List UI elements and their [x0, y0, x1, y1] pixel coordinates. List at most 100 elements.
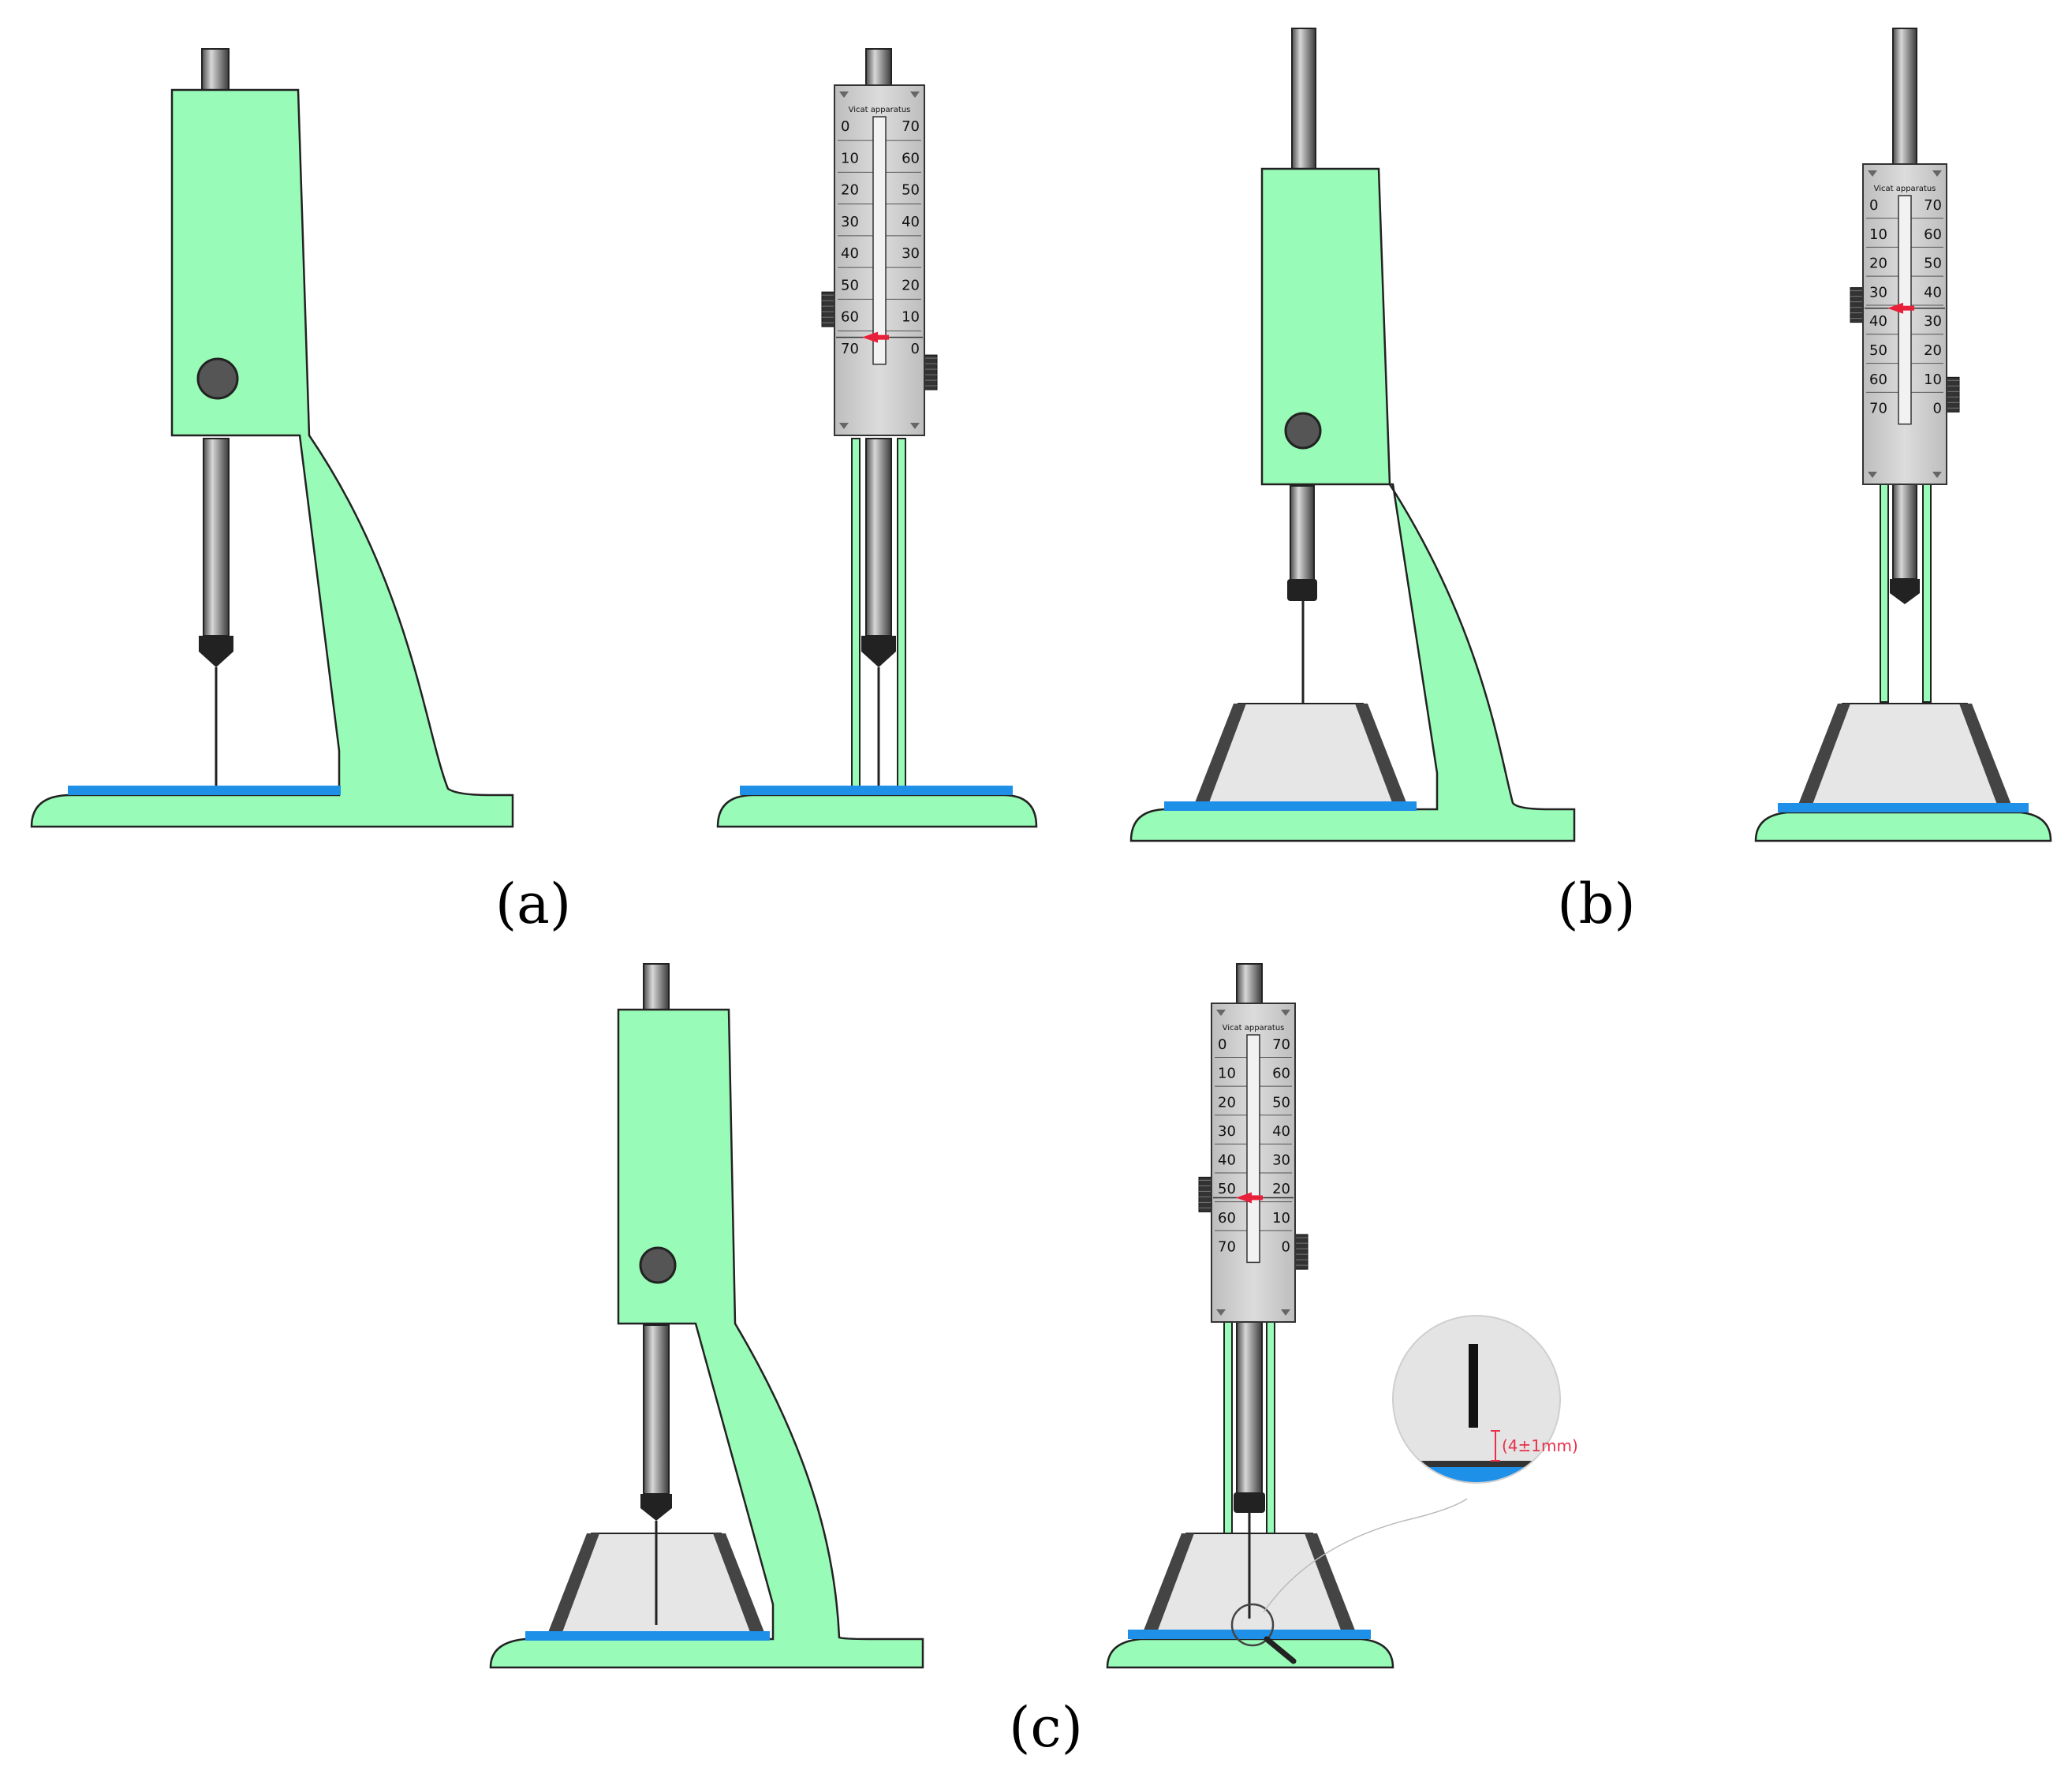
- scale-knob-right: [1294, 1234, 1309, 1270]
- scale-left-label: 70: [1218, 1238, 1236, 1255]
- scale-left-label: 70: [1869, 401, 1887, 417]
- scale-right-label: 0: [1282, 1238, 1290, 1255]
- scale-knob-right: [1946, 376, 1960, 413]
- scale-left-label: 20: [1869, 256, 1887, 272]
- scale-right-label: 0: [1933, 401, 1942, 417]
- scale-left-label: 60: [1218, 1210, 1236, 1227]
- scale-slot: [1246, 1034, 1260, 1264]
- scale-title: Vicat apparatus: [1223, 1024, 1285, 1032]
- set-screw-knob: [1284, 412, 1322, 450]
- scale-left-label: 10: [1869, 226, 1887, 243]
- scale-knob-left: [821, 291, 835, 327]
- scale-left-label: 50: [1869, 342, 1887, 359]
- scale-left-label: 50: [841, 277, 859, 293]
- scale-title: Vicat apparatus: [849, 106, 911, 114]
- panel-b-front-view: Vicat apparatus 0 70 10 60 20 50 30 40 40 30 50 20 60…: [1754, 28, 2052, 842]
- scale-left-label: 30: [1869, 284, 1887, 301]
- scale-right-label: 20: [1924, 342, 1942, 359]
- needle-holder: [1287, 579, 1317, 601]
- zoom-detail-circle: (4±1mm): [1392, 1315, 1578, 1484]
- plunger-top-rod: [201, 48, 230, 94]
- vicat-mould: [1194, 703, 1407, 805]
- scale-left-label: 50: [1218, 1181, 1236, 1197]
- scale-right-label: 40: [1924, 284, 1942, 301]
- base-plate: [1128, 1630, 1371, 1639]
- scale-right-label: 30: [1924, 313, 1942, 330]
- scale-right-label: 20: [902, 277, 920, 293]
- scale-right-label: 60: [902, 150, 920, 166]
- vicat-scale: Vicat apparatus 0 70 10 60 20 50 30 40 40 30 50 20 60…: [1850, 163, 1960, 485]
- scale-right-label: 70: [1272, 1036, 1290, 1053]
- base-plate: [1778, 803, 2029, 812]
- scale-left-label: 20: [841, 182, 859, 199]
- scale-slot: [872, 116, 887, 365]
- plunger-rod: [203, 438, 230, 637]
- scale-pointer: [1887, 302, 1903, 314]
- scale-knob-right: [924, 354, 938, 390]
- scale-title: Vicat apparatus: [1874, 185, 1936, 193]
- scale-right-label: 60: [1272, 1066, 1290, 1082]
- scale-right-label: 20: [1272, 1181, 1290, 1197]
- set-screw-knob: [196, 357, 239, 400]
- scale-left-label: 70: [841, 341, 859, 357]
- scale-left-label: 40: [1869, 313, 1887, 330]
- plunger-rod: [1236, 1320, 1263, 1495]
- scale-left-label: 40: [841, 245, 859, 262]
- scale-left-label: 40: [1218, 1152, 1236, 1169]
- scale-knob-left: [1198, 1176, 1212, 1212]
- magnifier-icon: [1230, 1603, 1297, 1664]
- base-foot: [1754, 811, 2052, 842]
- scale-right-label: 40: [1272, 1123, 1290, 1140]
- scale-right-label: 10: [1924, 372, 1942, 388]
- scale-left-label: 0: [841, 118, 849, 135]
- plunger-rod: [1892, 484, 1917, 580]
- plunger-top-rod: [1892, 28, 1917, 166]
- scale-left-label: 20: [1218, 1094, 1236, 1111]
- base-plate: [68, 786, 341, 795]
- panel-c-side-view: [489, 963, 924, 1669]
- panel-c-front-view: Vicat apparatus 0 70 10 60 20 50 30 40 40 30 50 20 60…: [1106, 963, 1578, 1669]
- vicat-mould: [1798, 703, 2011, 805]
- needle-holder: [199, 636, 233, 667]
- plunger-rod: [1290, 485, 1315, 581]
- scale-right-label: 30: [902, 245, 920, 262]
- frame-body: [1129, 167, 1576, 842]
- scale-left-label: 30: [841, 214, 859, 230]
- plunger-top-rod: [1236, 963, 1263, 1006]
- scale-right-label: 70: [1924, 197, 1942, 214]
- panel-a-caption: (a): [495, 872, 571, 936]
- scale-left-label: 10: [1218, 1066, 1236, 1082]
- plunger-top-rod: [865, 48, 892, 89]
- panel-b-side-view: [1129, 28, 1576, 842]
- panel-c-caption: (c): [1009, 1695, 1083, 1760]
- scale-knob-left: [1850, 287, 1864, 323]
- base-plate: [525, 1631, 770, 1641]
- frame-body: [30, 88, 514, 828]
- set-screw-knob: [639, 1246, 677, 1284]
- scale-pointer: [1236, 1192, 1252, 1204]
- needle-holder: [1234, 1492, 1265, 1513]
- base-foot: [716, 794, 1038, 828]
- scale-left-label: 0: [1218, 1036, 1226, 1053]
- vicat-scale: Vicat apparatus 0 70 10 60 20 50 30 40 40 30 50 20 60…: [1198, 1003, 1309, 1323]
- zoom-leader-line: [1263, 1498, 1468, 1613]
- base-plate: [1164, 801, 1417, 811]
- scale-pointer: [862, 331, 878, 343]
- scale-right-label: 40: [902, 214, 920, 230]
- needle-holder: [640, 1494, 672, 1521]
- scale-left-label: 30: [1218, 1123, 1236, 1140]
- scale-left-label: 60: [1869, 372, 1887, 388]
- scale-right-label: 50: [1272, 1094, 1290, 1111]
- frame-body: [489, 1008, 924, 1669]
- scale-right-label: 50: [1924, 256, 1942, 272]
- scale-right-label: 60: [1924, 226, 1942, 243]
- scale-right-label: 10: [1272, 1210, 1290, 1227]
- scale-left-label: 10: [841, 150, 859, 166]
- panel-b-caption: (b): [1557, 872, 1635, 936]
- scale-right-label: 30: [1272, 1152, 1290, 1169]
- base-foot: [1106, 1637, 1394, 1669]
- scale-left-label: 60: [841, 309, 859, 326]
